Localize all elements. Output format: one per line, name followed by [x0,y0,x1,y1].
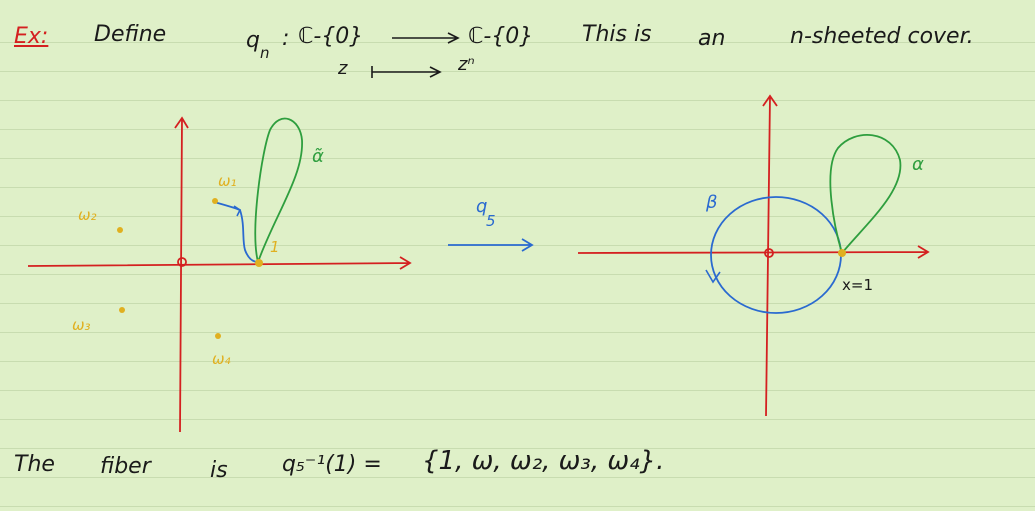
label-x-eq-1: x=1 [842,276,873,294]
lifted-path [213,201,259,263]
left-x-axis [27,256,412,270]
label-alpha: α [912,154,924,175]
point-one [255,259,263,267]
map-arrow-label: q [476,196,488,217]
label-one: 1 [270,238,280,256]
point-w4 [215,333,221,339]
alpha-tilde-loop [254,117,303,266]
map-arrow-subscript: 5 [486,212,496,230]
map-name: q [246,28,260,53]
this-is-text: This is [582,22,652,47]
left-axes [27,116,412,433]
alpha-loop [829,134,902,255]
right-y-axis [762,94,778,417]
point-w3 [119,307,125,313]
an-word: an [698,26,726,51]
cover-text: n-sheeted cover. [790,24,974,49]
lifted-path-arrow [233,205,242,217]
long-arrow [392,32,460,44]
header-arrows [371,32,460,78]
map-subscript: n [260,44,270,62]
footer-preimage: q₅⁻¹(1) = [282,452,382,477]
example-label: Ex: [14,24,49,49]
z-variable: z [338,58,348,79]
map-colon: : [282,26,290,51]
label-w2: ω₂ [78,206,97,224]
label-w1: ω₁ [218,172,237,190]
footer-fiber-set: {1, ω, ω₂, ω₃, ω₄}. [422,446,665,476]
maps-to-arrow [371,66,442,78]
label-beta: β [706,192,718,213]
right-x-axis [577,245,930,259]
label-w3: ω₃ [72,316,91,334]
label-alpha-tilde: α̃ [312,146,324,167]
define-word: Define [94,22,167,47]
point-w2 [117,227,123,233]
right-axes [577,94,930,417]
domain-set: ℂ-{0} [298,24,364,49]
label-w4: ω₄ [212,350,231,368]
left-points [117,198,263,339]
right-origin [764,248,774,258]
beta-arrow [705,269,721,284]
map-arrow [448,238,534,252]
footer-is: is [210,458,228,483]
footer-fiber: fiber [100,454,151,479]
codomain-set: ℂ-{0} [468,24,534,49]
left-origin [177,257,187,267]
point-w1 [212,198,218,204]
footer-the: The [14,452,55,477]
z-power: zⁿ [458,54,475,75]
left-y-axis [174,116,189,433]
point-x-one [838,249,846,257]
beta-circle [710,196,842,314]
